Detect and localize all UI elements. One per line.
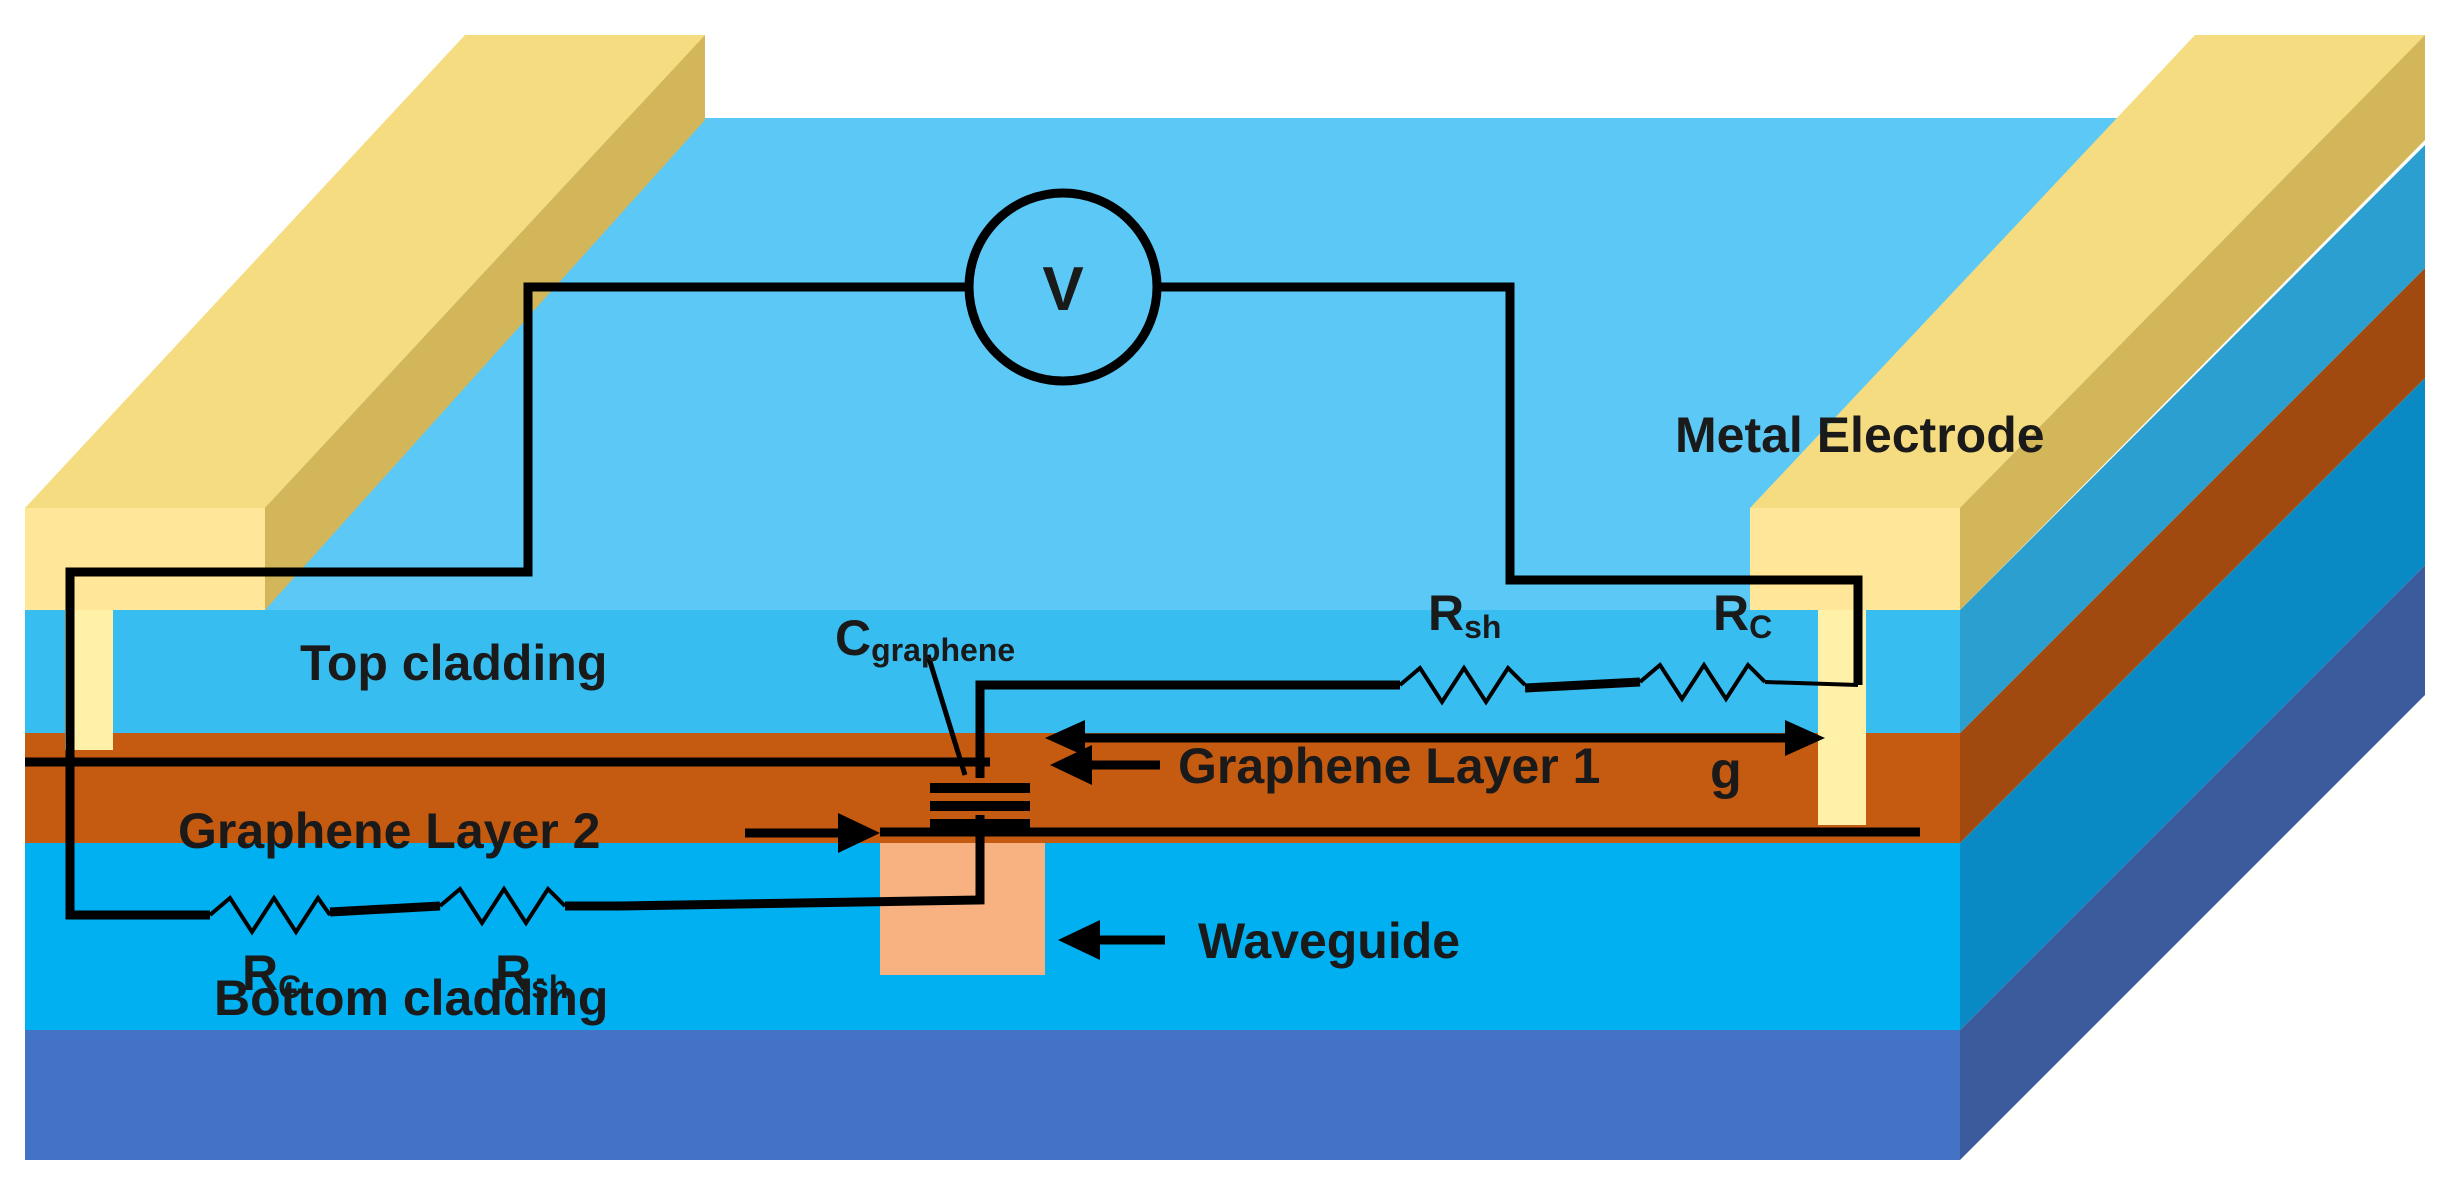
- top-cladding-side: [1960, 145, 2425, 733]
- metal-electrode-label: Metal Electrode: [1675, 407, 2045, 463]
- bottom-contact-resistance-main: R: [242, 945, 278, 1001]
- top-wire-from-capacitor: [975, 680, 1400, 778]
- voltage-wire-left: [65, 282, 967, 920]
- top-sheet-resistance-sub: sh: [1464, 609, 1501, 645]
- substrate-side: [1960, 565, 2425, 1160]
- top-cladding-label: Top cladding: [300, 635, 607, 691]
- capacitor-leader: [925, 654, 968, 776]
- graphene-layer-side: [1960, 268, 2425, 843]
- top-sheet-resistor: [1398, 664, 1527, 706]
- capacitor-plate-3: [930, 819, 1030, 829]
- waveguide-label: Waveguide: [1198, 913, 1460, 969]
- waveguide: [880, 843, 1045, 975]
- voltage-source: [964, 188, 1162, 386]
- top-contact-resistance-main: R: [1713, 585, 1749, 641]
- capacitor-label-main: C: [835, 610, 871, 666]
- bottom-wire-segment: [329, 901, 441, 917]
- waveguide-arrow: [1058, 920, 1165, 960]
- voltage-wire-right: [1160, 282, 1863, 685]
- top-wire-segment: [1524, 677, 1641, 693]
- top-wire-to-electrode: [1764, 680, 1859, 687]
- top-sheet-resistance-label: Rsh: [1428, 585, 1501, 645]
- right-electrode-side: [1960, 35, 2425, 610]
- left-electrode-front: [25, 508, 265, 610]
- right-electrode-top: [1750, 35, 2425, 508]
- graphene-layer-1-arrow: [1050, 745, 1160, 785]
- bottom-sheet-resistor: [438, 885, 567, 927]
- bottom-cladding-label: Bottom cladding: [214, 970, 608, 1026]
- bottom-contact-resistor: [208, 894, 332, 936]
- bottom-sheet-resistance-label: Rsh: [495, 945, 568, 1005]
- left-electrode-top: [25, 35, 705, 508]
- top-contact-resistance-sub: C: [1749, 609, 1772, 645]
- graphene-layer-2-arrow: [745, 813, 880, 853]
- bottom-sheet-resistance-sub: sh: [531, 969, 568, 1005]
- capacitor-label: Cgraphene: [835, 610, 1015, 668]
- top-sheet-resistance-main: R: [1428, 585, 1464, 641]
- gap-arrow: [1045, 720, 1825, 756]
- gap-label: g: [1710, 742, 1742, 800]
- left-electrode-side: [265, 35, 705, 610]
- bottom-contact-resistance-sub: C: [278, 969, 301, 1005]
- top-contact-resistance-label: RC: [1713, 585, 1772, 645]
- bottom-sheet-resistance-main: R: [495, 945, 531, 1001]
- top-contact-resistor: [1638, 661, 1767, 703]
- top-cladding-front: [25, 610, 1960, 733]
- graphene-layer-2-label: Graphene Layer 2: [178, 803, 600, 859]
- capacitor-label-sub: graphene: [871, 632, 1015, 668]
- voltage-source-label: V: [1042, 255, 1083, 324]
- bottom-wire-to-capacitor: [619, 815, 985, 911]
- capacitor-plate-2: [930, 801, 1030, 811]
- capacitor-plate-1: [930, 783, 1030, 793]
- substrate-front: [25, 1030, 1960, 1160]
- bottom-contact-resistance-label: RC: [242, 945, 301, 1005]
- graphene-layer-1-label: Graphene Layer 1: [1178, 738, 1600, 794]
- bottom-cladding-side: [1960, 378, 2425, 1030]
